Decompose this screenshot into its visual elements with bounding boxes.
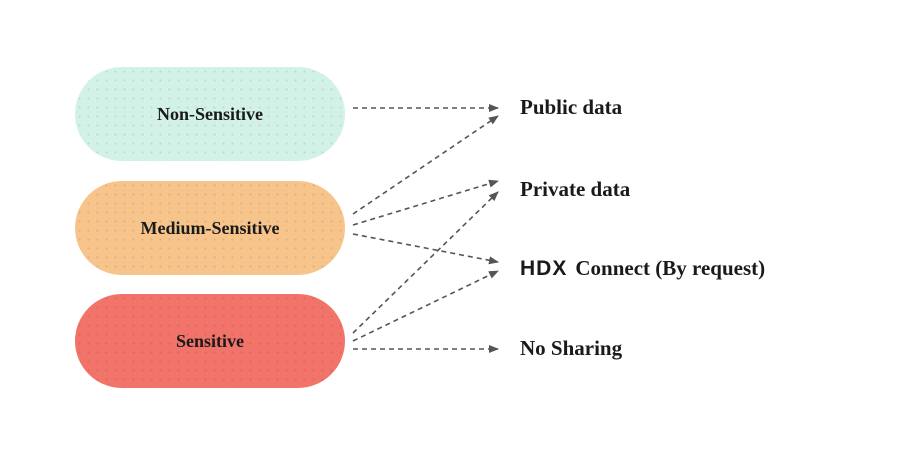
hdx-logo: HDX bbox=[520, 257, 568, 280]
medium-sensitive-label: Medium-Sensitive bbox=[140, 217, 280, 238]
arrow-medium-to-hdx bbox=[352, 233, 499, 265]
hdx-connect-label: Connect (By request) bbox=[575, 256, 766, 280]
medium-sensitive-node: Medium-Sensitive bbox=[75, 181, 345, 275]
private-data-label: Private data bbox=[520, 177, 631, 201]
arrow-sensitive-to-private bbox=[352, 191, 499, 334]
public-data-label: Public data bbox=[520, 95, 623, 119]
no-sharing-label: No Sharing bbox=[520, 336, 623, 360]
sensitive-node: Sensitive bbox=[75, 294, 345, 388]
arrow-sensitive-to-hdx bbox=[352, 270, 499, 342]
arrow-medium-to-private bbox=[352, 179, 499, 226]
non-sensitive-node: Non-Sensitive bbox=[75, 67, 345, 161]
sensitive-label: Sensitive bbox=[175, 330, 244, 351]
hdx-connect-target: HDX Connect (By request) bbox=[520, 256, 766, 280]
arrow-medium-to-public bbox=[352, 115, 499, 215]
non-sensitive-label: Non-Sensitive bbox=[156, 103, 263, 124]
